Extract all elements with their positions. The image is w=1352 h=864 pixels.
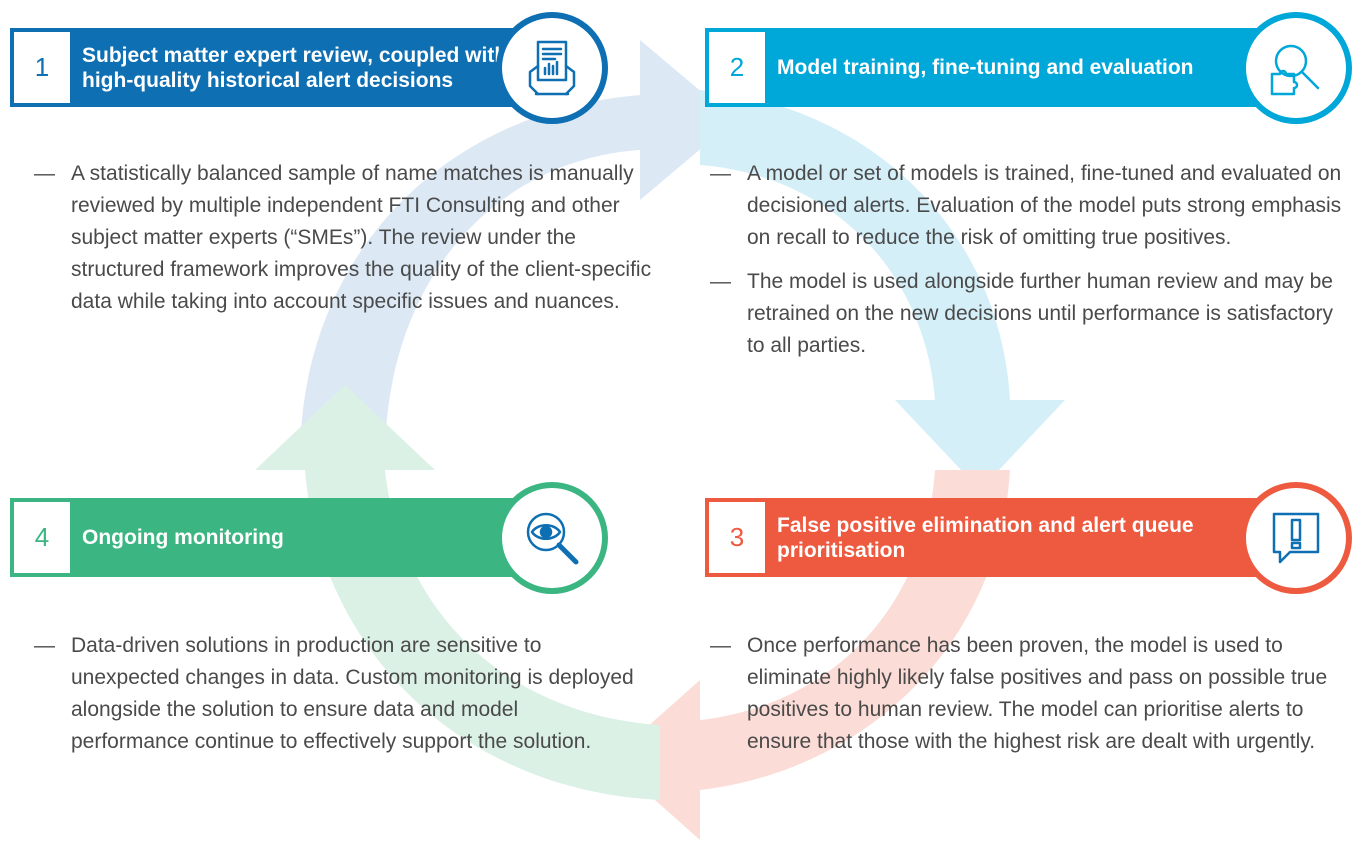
step-4-number: 4 xyxy=(14,502,70,573)
cycle-arrow-cyan xyxy=(700,90,1065,490)
step-4-bar: 4 Ongoing monitoring xyxy=(10,498,528,577)
step-2-bullet-2: — The model is used alongside further hu… xyxy=(710,266,1350,362)
cycle-arrow-green xyxy=(255,385,660,800)
step-1-icon-circle xyxy=(496,12,608,124)
bullet-dash: — xyxy=(710,634,731,657)
step-3-bar: 3 False positive elimination and alert q… xyxy=(705,498,1272,577)
cycle-arrow-blue xyxy=(300,40,735,460)
step-1-number: 1 xyxy=(14,32,70,103)
step-3-body: — Once performance has been proven, the … xyxy=(710,630,1350,770)
step-4-icon-circle xyxy=(496,482,608,594)
bullet-dash: — xyxy=(710,162,731,185)
step-2-bullet-1: — A model or set of models is trained, f… xyxy=(710,158,1350,254)
step-2-header: 2 Model training, fine-tuning and evalua… xyxy=(705,12,1352,124)
step-1-bullet-text: A statistically balanced sample of name … xyxy=(71,162,652,313)
step-3-number: 3 xyxy=(709,502,765,573)
document-chart-icon xyxy=(528,40,576,96)
step-4-body: — Data-driven solutions in production ar… xyxy=(34,630,634,770)
step-3-header: 3 False positive elimination and alert q… xyxy=(705,482,1352,594)
cycle-arrow-red xyxy=(610,470,1010,840)
step-2-title: Model training, fine-tuning and evaluati… xyxy=(777,56,1194,79)
step-4-header: 4 Ongoing monitoring xyxy=(10,482,608,594)
step-2-body: — A model or set of models is trained, f… xyxy=(710,158,1350,374)
step-1-title: Subject matter expert review, coupled wi… xyxy=(82,43,508,92)
step-3-bullet-text: Once performance has been proven, the mo… xyxy=(747,634,1328,753)
step-2-bar: 2 Model training, fine-tuning and evalua… xyxy=(705,28,1272,107)
step-2-bullet-1-text: A model or set of models is trained, fin… xyxy=(747,162,1342,249)
step-4-bullet-text: Data-driven solutions in production are … xyxy=(71,634,634,753)
bullet-dash: — xyxy=(710,270,731,293)
step-3-title: False positive elimination and alert que… xyxy=(777,513,1194,562)
step-1-bar: 1 Subject matter expert review, coupled … xyxy=(10,28,528,107)
bullet-dash: — xyxy=(34,634,55,657)
alert-speech-icon xyxy=(1272,512,1320,564)
step-4-bullet: — Data-driven solutions in production ar… xyxy=(34,630,634,758)
step-2-number: 2 xyxy=(709,32,765,103)
step-2-icon-circle xyxy=(1240,12,1352,124)
step-1-header: 1 Subject matter expert review, coupled … xyxy=(10,12,608,124)
step-2-bullet-2-text: The model is used alongside further huma… xyxy=(747,270,1333,357)
step-4-title: Ongoing monitoring xyxy=(82,526,284,549)
magnifier-eye-icon xyxy=(526,512,579,565)
step-3-bullet: — Once performance has been proven, the … xyxy=(710,630,1350,758)
bullet-dash: — xyxy=(34,162,55,185)
magnifier-puzzle-icon xyxy=(1270,44,1320,96)
step-1-bullet: — A statistically balanced sample of nam… xyxy=(34,158,654,318)
step-1-body: — A statistically balanced sample of nam… xyxy=(34,158,654,330)
step-3-icon-circle xyxy=(1240,482,1352,594)
